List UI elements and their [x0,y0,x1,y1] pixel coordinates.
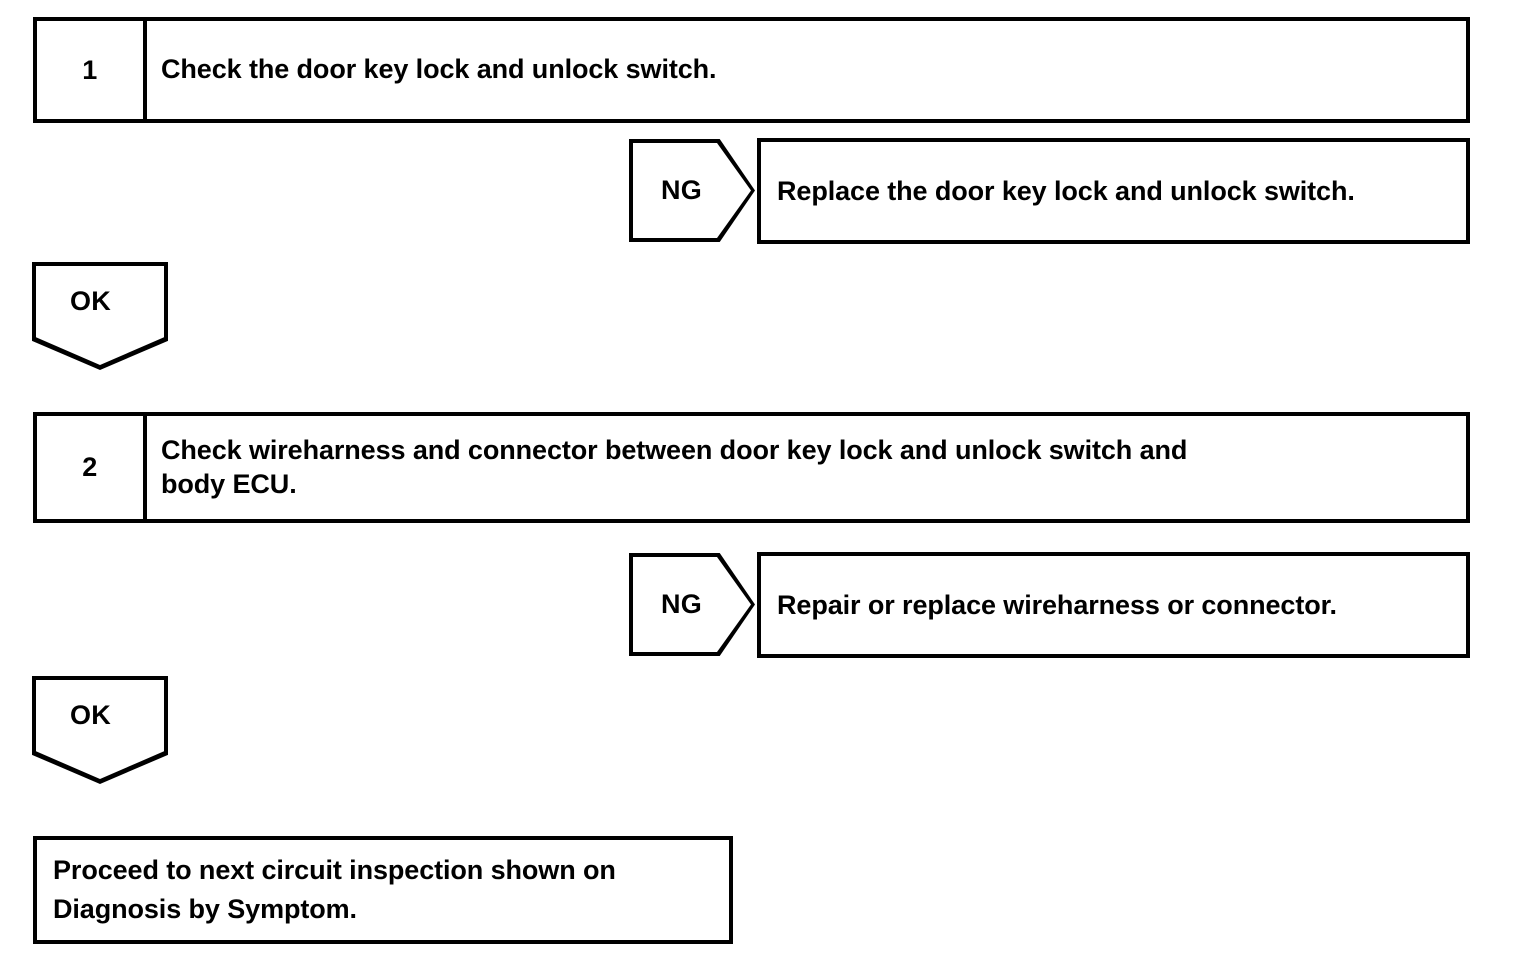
step-2-ng-label: NG [661,589,703,619]
step-1-text-line: Check the door key lock and unlock switc… [161,54,717,85]
step-1-ng-result-box[interactable]: Replace the door key lock and unlock swi… [757,138,1470,244]
step-2-number: 2 [37,416,147,519]
step-1-ng-result-text: Replace the door key lock and unlock swi… [777,175,1355,206]
step-2-ng-result-text: Repair or replace wireharness or connect… [777,589,1337,620]
step-2-ng-result-box[interactable]: Repair or replace wireharness or connect… [757,552,1470,658]
step-1-box[interactable]: 1 Check the door key lock and unlock swi… [33,17,1470,123]
step-1-ng-arrow[interactable]: NG [629,139,755,242]
final-outcome-box[interactable]: Proceed to next circuit inspection shown… [33,836,733,944]
step-2-ng-arrow-inner: NG [633,557,751,652]
step-2-text-line-1: Check wireharness and connector between … [161,434,1188,465]
step-1-ok-label: OK [70,286,112,316]
step-1-text: Check the door key lock and unlock switc… [147,21,1466,119]
step-2-ng-arrow[interactable]: NG [629,553,755,656]
step-1-ok-arrow-inner: OK [36,266,164,365]
step-2-ok-arrow-inner: OK [36,680,164,779]
final-outcome-line-1: Proceed to next circuit inspection shown… [53,854,616,885]
step-2-ok-label: OK [70,700,112,730]
step-2-box[interactable]: 2 Check wireharness and connector betwee… [33,412,1470,523]
step-2-text-line-2: body ECU. [161,468,297,499]
step-1-ng-arrow-inner: NG [633,143,751,238]
step-2-ok-arrow[interactable]: OK [32,676,168,784]
step-1-ok-arrow[interactable]: OK [32,262,168,370]
step-1-number: 1 [37,21,147,119]
final-outcome-line-2: Diagnosis by Symptom. [53,894,357,924]
step-2-text: Check wireharness and connector between … [147,416,1466,519]
step-1-ng-label: NG [661,175,703,205]
